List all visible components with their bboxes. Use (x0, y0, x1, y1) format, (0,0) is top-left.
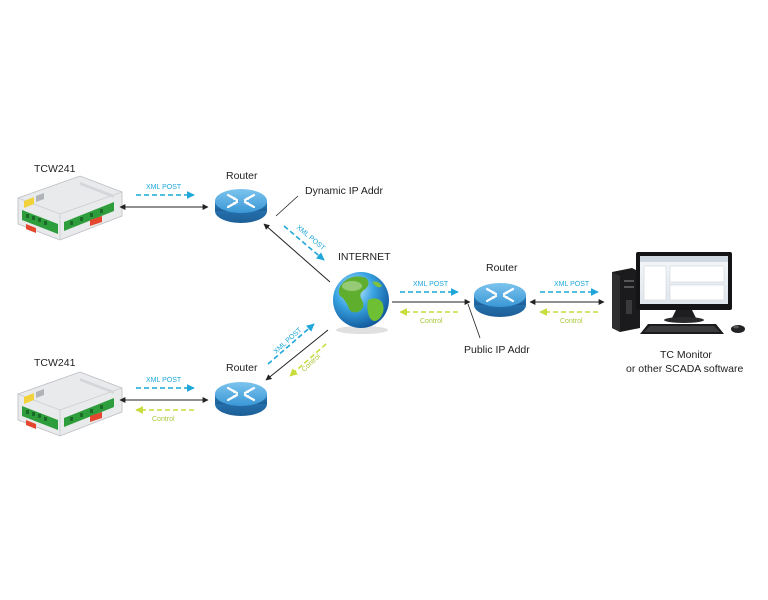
xml-post-arrow-top-diag (283, 225, 325, 261)
xml-post-label-top-left: XML POST (146, 184, 182, 191)
tcw241-device-bottom (17, 371, 123, 437)
device-label-top: TCW241 (34, 163, 76, 175)
router-label-top: Router (226, 170, 258, 182)
monitor-label-line1: TC Monitor (660, 349, 712, 361)
xml-post-label-mid: XML POST (413, 281, 449, 288)
internet-label: INTERNET (338, 251, 391, 263)
control-label-right: Control (560, 318, 583, 325)
internet-globe-icon (333, 272, 389, 334)
monitor-label-line2: or other SCADA software (626, 363, 743, 375)
link-router-bottom-internet (265, 329, 329, 381)
router-icon-right (472, 281, 528, 319)
control-label-mid: Control (420, 318, 443, 325)
xml-post-label-bottom-diag: XML POST (273, 326, 304, 355)
router-label-bottom: Router (226, 362, 258, 374)
dynamic-ip-pointer (275, 195, 299, 217)
tcw241-device-top (17, 175, 123, 241)
router-icon-top (213, 187, 269, 225)
xml-post-arrow-bottom-diag (267, 323, 315, 365)
public-ip-label: Public IP Addr (464, 344, 530, 356)
router-icon-bottom (213, 380, 269, 418)
router-label-right: Router (486, 262, 518, 274)
xml-post-label-bottom-left: XML POST (146, 377, 182, 384)
control-label-bottom-left: Control (152, 416, 175, 423)
pc-workstation-icon (612, 252, 745, 334)
xml-post-label-right: XML POST (554, 281, 590, 288)
device-label-bottom: TCW241 (34, 357, 76, 369)
control-arrow-bottom-diag (289, 343, 327, 377)
link-router-top-internet (263, 223, 331, 283)
dynamic-ip-label: Dynamic IP Addr (305, 185, 384, 197)
public-ip-pointer (467, 303, 481, 339)
